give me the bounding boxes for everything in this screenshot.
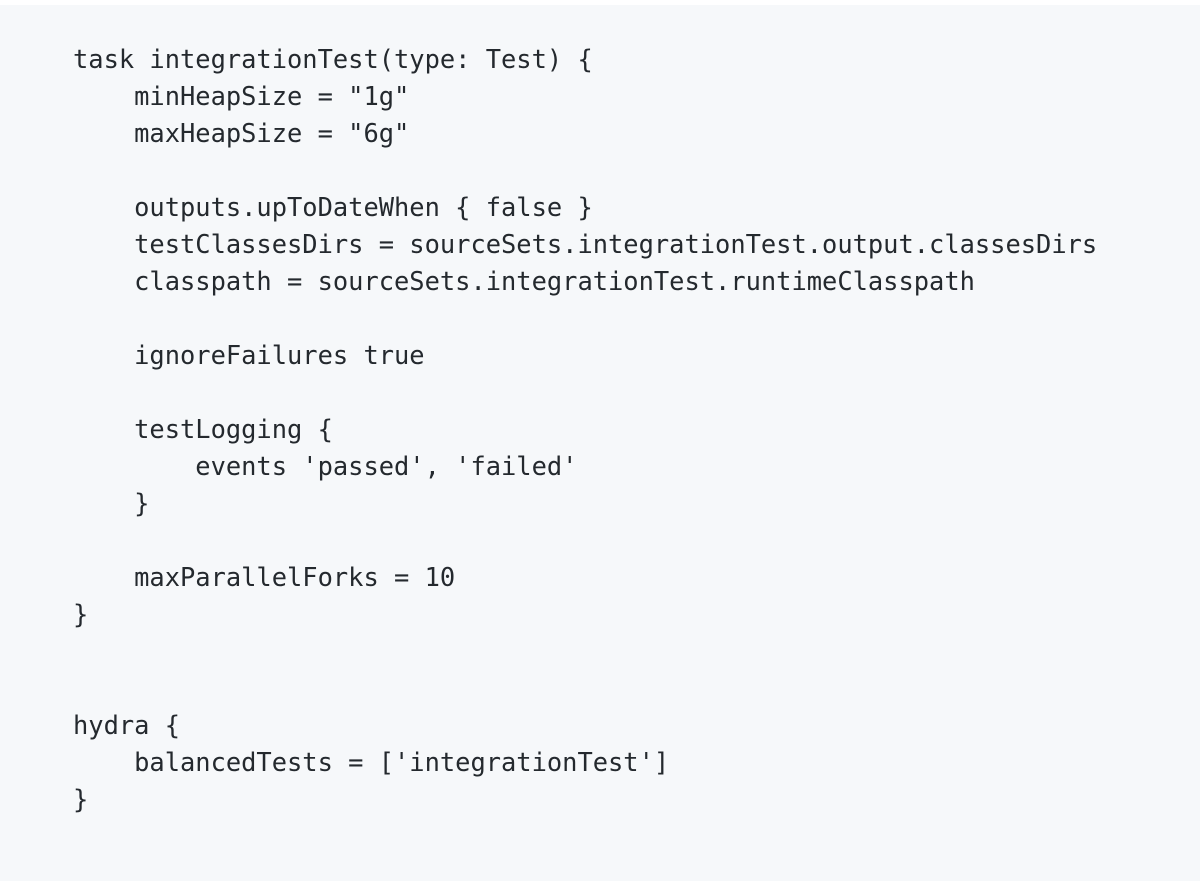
code-line: classpath = sourceSets.integrationTest.r…: [73, 266, 975, 296]
code-line: }: [73, 784, 89, 814]
code-line: events 'passed', 'failed': [73, 451, 578, 481]
code-line: maxHeapSize = "6g": [73, 118, 410, 148]
code-line: hydra {: [73, 710, 181, 740]
code-block: task integrationTest(type: Test) { minHe…: [73, 41, 1097, 818]
code-line: testLogging {: [73, 414, 333, 444]
code-line: [73, 152, 1097, 189]
code-line: maxParallelForks = 10: [73, 562, 456, 592]
code-line: testClassesDirs = sourceSets.integration…: [73, 229, 1098, 259]
code-panel: task integrationTest(type: Test) { minHe…: [0, 5, 1200, 881]
code-line: task integrationTest(type: Test) {: [73, 44, 593, 74]
code-line: [73, 374, 1097, 411]
code-line: [73, 633, 1097, 670]
code-line: minHeapSize = "1g": [73, 81, 410, 111]
code-line: outputs.upToDateWhen { false }: [73, 192, 593, 222]
code-line: }: [73, 488, 150, 518]
code-line: [73, 670, 1097, 707]
code-line: ignoreFailures true: [73, 340, 425, 370]
code-line: balancedTests = ['integrationTest']: [73, 747, 670, 777]
code-line: }: [73, 599, 89, 629]
code-line: [73, 300, 1097, 337]
code-line: [73, 522, 1097, 559]
